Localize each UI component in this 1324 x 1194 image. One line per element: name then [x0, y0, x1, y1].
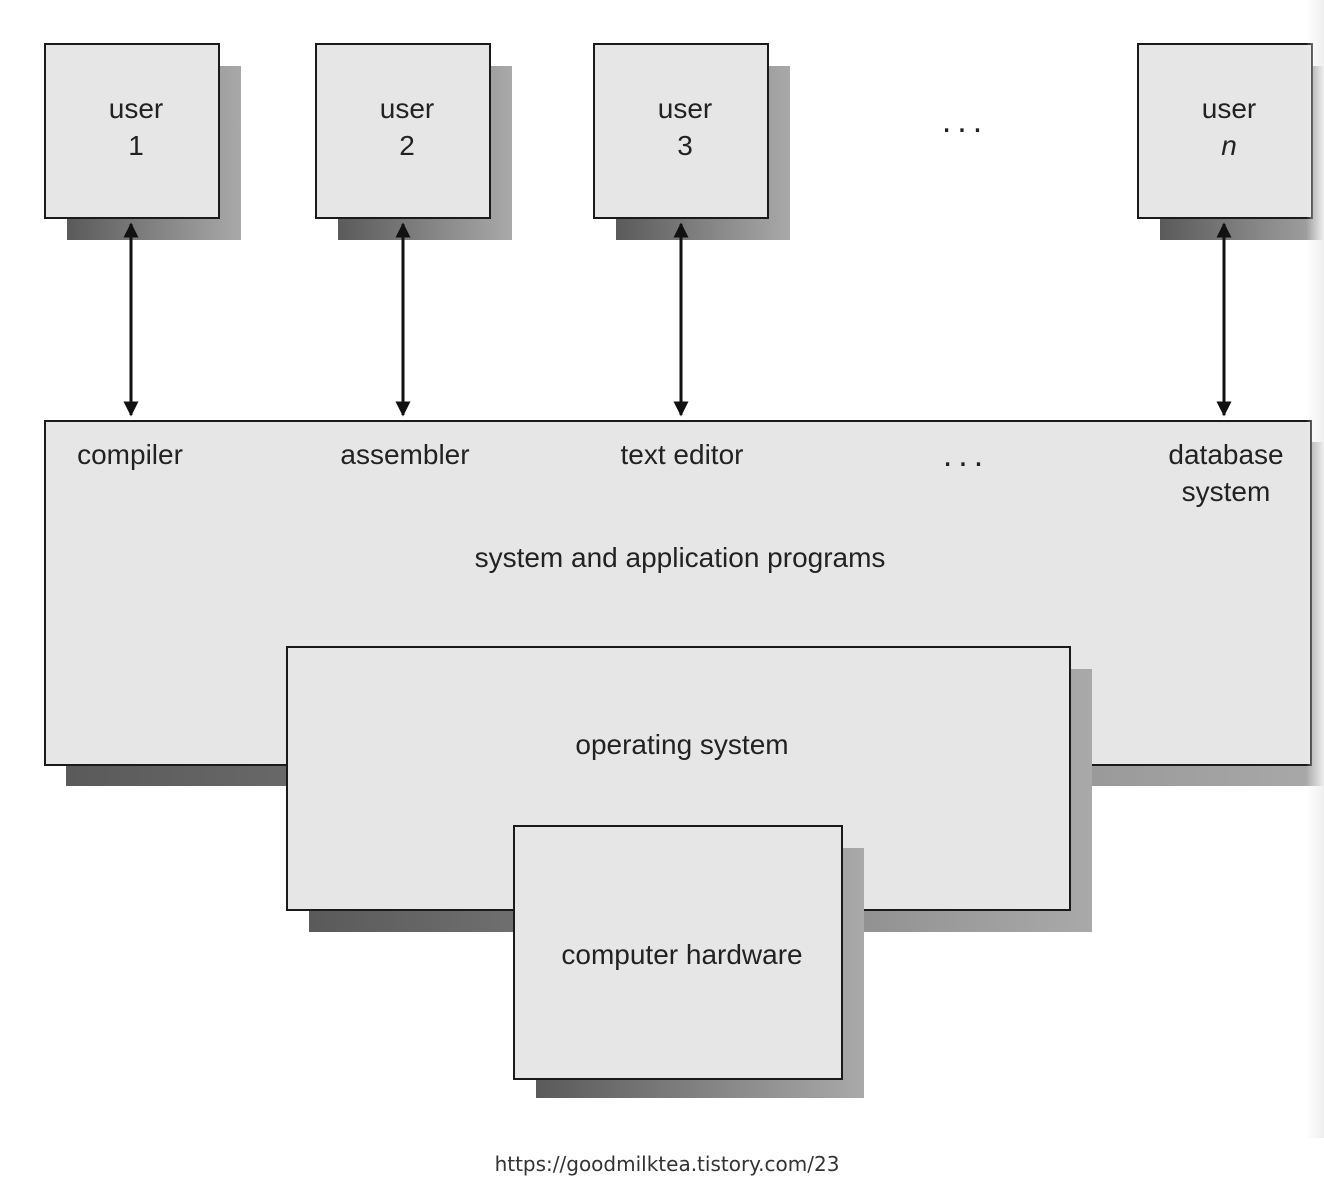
user-n-label-line1: user [1202, 93, 1256, 124]
user-box-3: user 3 [593, 43, 790, 240]
os-layer-label: operating system [575, 729, 788, 760]
text-editor-label: text editor [621, 439, 744, 470]
right-edge-fade [1306, 0, 1324, 1138]
user-box-1: user 1 [44, 43, 241, 240]
user-box-2: user 2 [315, 43, 512, 240]
layered-system-diagram: user 1 user 2 user 3 user n ... compiler… [44, 43, 1324, 1098]
user-n-label-line2: n [1221, 130, 1237, 161]
database-label-line2: system [1182, 476, 1271, 507]
hardware-layer-label: computer hardware [561, 939, 802, 970]
user-ellipsis: ... [942, 102, 988, 140]
database-label-line1: database [1168, 439, 1283, 470]
hardware-layer-box [513, 825, 843, 1080]
user-3-label-line1: user [658, 93, 712, 124]
user-1-label-line2: 1 [128, 130, 144, 161]
program-ellipsis: ... [943, 436, 989, 474]
user-box-n: user n [1137, 43, 1324, 240]
programs-layer-label: system and application programs [475, 542, 886, 573]
user-2-label-line1: user [380, 93, 434, 124]
user-3-label-line2: 3 [677, 130, 693, 161]
assembler-label: assembler [340, 439, 469, 470]
user-2-label-line2: 2 [399, 130, 415, 161]
source-url: https://goodmilktea.tistory.com/23 [494, 1152, 840, 1176]
compiler-label: compiler [77, 439, 183, 470]
user-1-label-line1: user [109, 93, 163, 124]
